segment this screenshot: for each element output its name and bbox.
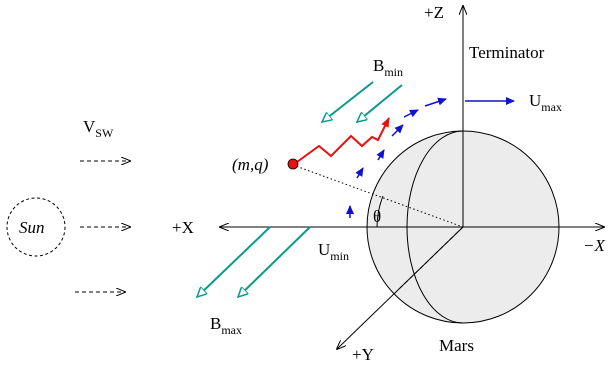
u-max-label: Umax: [529, 91, 562, 114]
minus-x-label: −X: [583, 236, 605, 255]
flow-arrow-2: [355, 167, 364, 179]
b-max-arrow-2: [238, 226, 311, 297]
mars-label: Mars: [439, 336, 474, 355]
flow-arrow-4: [391, 124, 404, 137]
theta-label: θ: [373, 207, 381, 226]
magnetic-field-arrows: [197, 81, 403, 297]
vsw-label: VSW: [83, 117, 114, 140]
particle-trajectory: [296, 117, 390, 163]
z-axis-label: +Z: [424, 3, 444, 22]
y-axis-hidden: [399, 226, 464, 289]
flow-arrow-6: [424, 97, 447, 107]
plus-y-label: +Y: [352, 345, 374, 364]
b-max-arrow-1: [197, 226, 271, 297]
u-min-label: Umin: [318, 240, 349, 263]
sun-label: Sun: [19, 218, 45, 237]
b-min-arrow-1: [322, 81, 374, 122]
particle-dot: [287, 158, 299, 170]
sun-circle: [6, 197, 66, 257]
flow-arrow-5: [403, 109, 419, 118]
particle-label: (m,q): [232, 155, 269, 174]
solar-wind-arrows: [75, 161, 130, 292]
flow-arrow-3: [376, 149, 385, 161]
theta-arc: [376, 195, 384, 228]
flow-velocity-arrows: [346, 97, 515, 218]
b-min-arrow-2: [357, 84, 403, 122]
terminator-label: Terminator: [469, 43, 545, 62]
b-min-label: Bmin: [373, 56, 403, 79]
plus-x-label: +X: [172, 218, 194, 237]
b-max-label: Bmax: [210, 314, 242, 337]
